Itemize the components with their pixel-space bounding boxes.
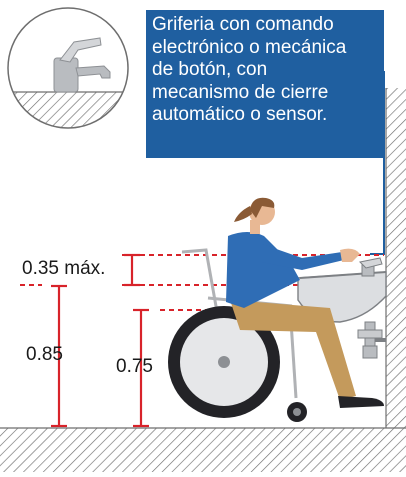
person-figure <box>226 197 384 408</box>
faucet-note: Griferia con comando electrónico o mecán… <box>152 14 392 127</box>
wheelchair <box>168 248 307 422</box>
faucet-detail-inset <box>7 7 129 129</box>
faucet-note-line: Griferia con comando <box>152 14 334 35</box>
knee-clearance-label: 0.75 <box>116 356 153 377</box>
top-gap-label: 0.35 máx. <box>22 258 106 279</box>
floor-hatch <box>0 428 406 472</box>
faucet-note-line: de botón, con <box>152 59 268 80</box>
faucet-note-line: electrónico o mecánica <box>152 36 347 58</box>
sink-rim-height-label: 0.85 <box>26 344 63 365</box>
dimension-markers <box>51 253 149 428</box>
faucet-note-line: mecanismo de cierre <box>152 81 329 103</box>
wall-hatch <box>386 88 406 428</box>
callout-box <box>146 10 384 158</box>
faucet-note-line: automático o sensor. <box>152 104 328 125</box>
